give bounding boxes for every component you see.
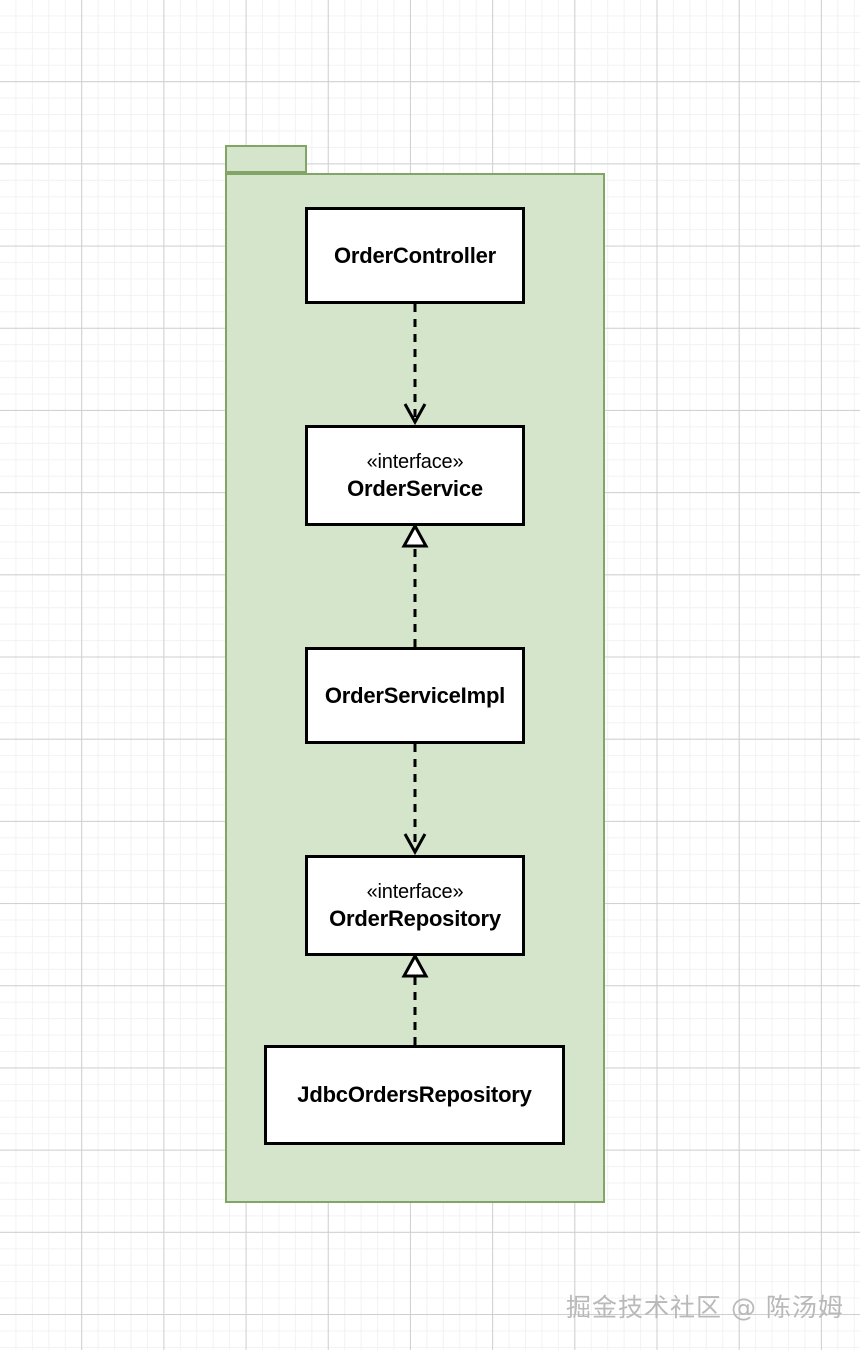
package-tab — [225, 145, 307, 173]
uml-interface-order-repository[interactable]: «interface» OrderRepository — [305, 855, 525, 956]
uml-class-order-service-impl[interactable]: OrderServiceImpl — [305, 647, 525, 744]
uml-stereotype: «interface» — [366, 880, 464, 903]
uml-interface-order-service[interactable]: «interface» OrderService — [305, 425, 525, 526]
uml-class-name: OrderRepository — [329, 905, 501, 931]
uml-class-name: JdbcOrdersRepository — [297, 1082, 532, 1107]
watermark-text: 掘金技术社区 @ 陈汤姆 — [566, 1293, 844, 1322]
uml-class-name: OrderService — [347, 475, 483, 501]
uml-stereotype: «interface» — [366, 450, 464, 473]
uml-class-name: OrderController — [333, 242, 497, 268]
uml-class-name: OrderServiceImpl — [324, 682, 506, 708]
uml-class-jdbc-orders-repository[interactable]: JdbcOrdersRepository — [264, 1045, 565, 1145]
uml-class-order-controller[interactable]: OrderController — [305, 207, 525, 304]
